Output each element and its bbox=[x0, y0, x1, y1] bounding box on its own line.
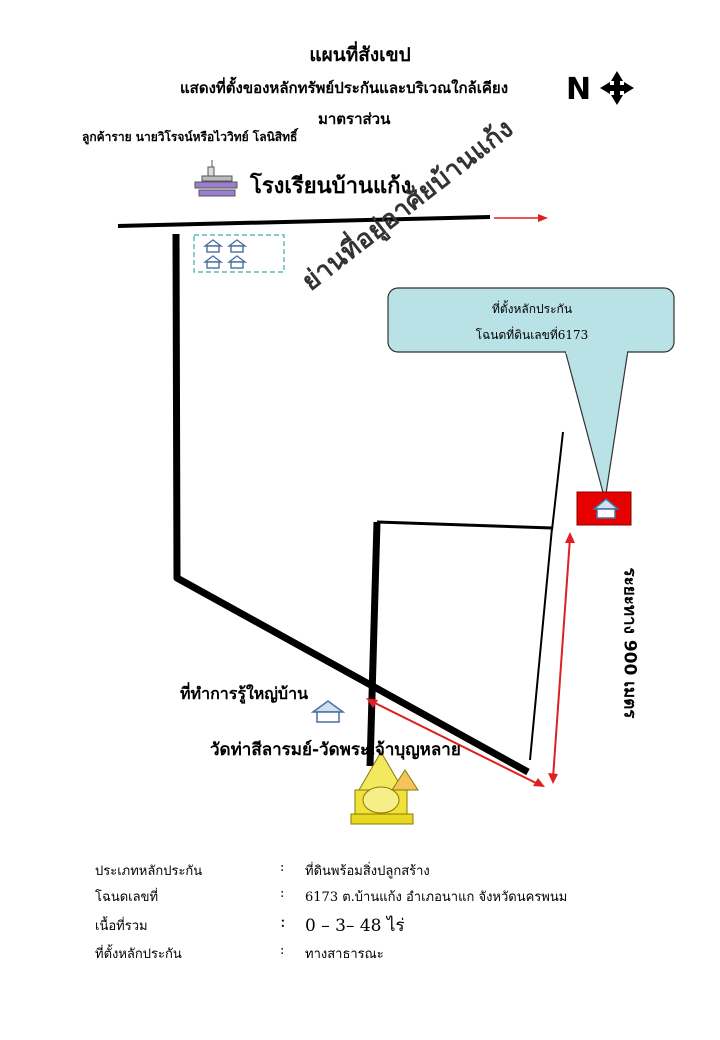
connector-road bbox=[376, 520, 553, 530]
upper-side-road bbox=[551, 431, 564, 531]
side-road bbox=[529, 527, 553, 761]
distance-arrow-line bbox=[368, 699, 541, 786]
map-subtitle: แสดงที่ตั้งของหลักทรัพย์ประกันและบริเวณใ… bbox=[180, 79, 509, 97]
temple-label: วัดท่าสีลารมย์-วัดพระเจ้าบุญหลาย bbox=[210, 740, 461, 760]
distance-arrowhead-left bbox=[366, 698, 378, 708]
temple-road bbox=[366, 521, 381, 767]
housing-cluster-icon bbox=[202, 239, 248, 269]
scale-label: มาตราส่วน bbox=[318, 110, 391, 128]
collateral-callout-text: ที่ตั้งหลักประกัน โฉนดที่ดินเลขที่6173 bbox=[392, 296, 672, 348]
info-value-area: 0 – 3– 48 ไร่ bbox=[305, 916, 405, 936]
distance-arrowhead-bottom bbox=[548, 773, 558, 784]
info-label-type: ประเภทหลักประกัน bbox=[95, 864, 203, 879]
info-value-location: ทางสาธารณะ bbox=[305, 947, 384, 962]
meeting-hall-label: ที่ทำการรู้ใหญ่บ้าน bbox=[180, 684, 309, 703]
info-label-location: ที่ตั้งหลักประกัน bbox=[95, 947, 182, 962]
callout-line-2: โฉนดที่ดินเลขที่6173 bbox=[475, 328, 589, 342]
distance-arrowhead-top bbox=[565, 532, 575, 543]
owner-label: ลูกค้าราย นายวิโรจน์หรือไววิทย์ โลนิสิทธ… bbox=[82, 130, 298, 144]
collateral-callout bbox=[387, 287, 675, 501]
left-road bbox=[172, 233, 530, 776]
map-title: แผนที่สังเขป bbox=[309, 44, 411, 66]
info-value-deed: 6173 ต.บ้านแก้ง อำเภอนาแก จังหวัดนครพนม bbox=[305, 890, 568, 905]
north-compass-icon: N bbox=[566, 71, 634, 107]
distance-label: ระยะทาง 900 เมตร bbox=[619, 567, 640, 719]
meeting-hall-icon bbox=[310, 700, 346, 723]
callout-line-1: ที่ตั้งหลักประกัน bbox=[491, 302, 573, 316]
school-label: โรงเรียนบ้านแก้ง bbox=[250, 174, 412, 199]
info-colon: : bbox=[280, 886, 285, 901]
road-direction-arrowhead bbox=[538, 214, 548, 222]
distance-arrowhead-right bbox=[533, 778, 545, 787]
info-colon: : bbox=[280, 943, 285, 958]
school-icon bbox=[194, 160, 238, 197]
info-colon: : bbox=[280, 860, 285, 875]
compass-n: N bbox=[566, 72, 591, 107]
info-label-deed: โฉนดเลขที่ bbox=[95, 890, 159, 905]
distance-arrow-vertical bbox=[552, 537, 571, 779]
collateral-house-icon bbox=[591, 498, 621, 519]
info-value-type: ที่ดินพร้อมสิ่งปลูกสร้าง bbox=[305, 864, 430, 879]
info-label-area: เนื้อที่รวม bbox=[95, 919, 148, 934]
temple-icon bbox=[350, 751, 419, 825]
housing-cluster-box bbox=[193, 234, 285, 273]
main-road bbox=[117, 215, 491, 228]
info-colon: : bbox=[280, 912, 286, 932]
